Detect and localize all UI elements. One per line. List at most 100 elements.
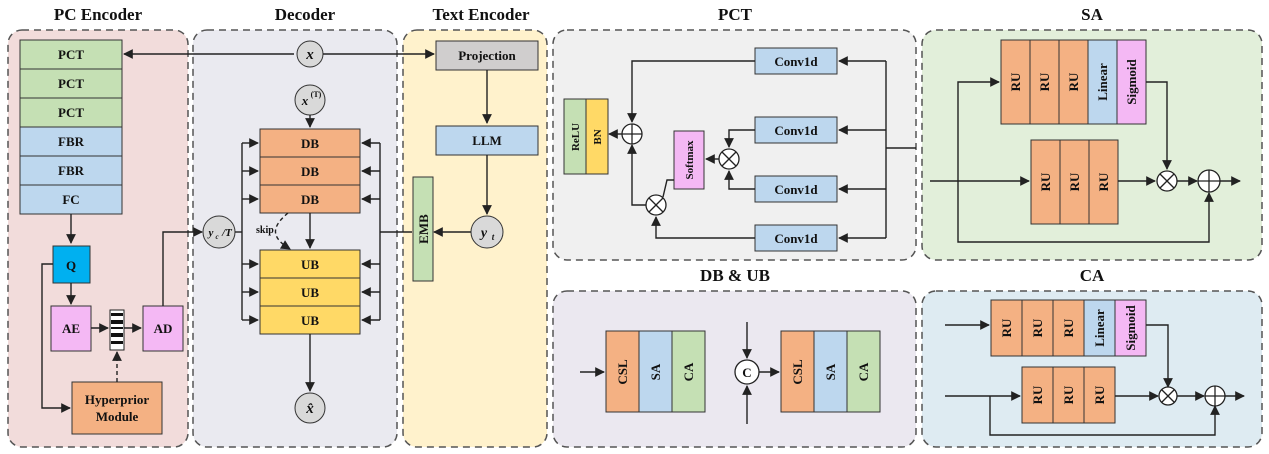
multiply-icon-upper (718, 148, 740, 170)
ca-bottom-ru-3 (1083, 366, 1116, 424)
dbub-right-sa-label: SA (823, 363, 838, 380)
dbub-left-sa-label: SA (648, 363, 663, 380)
add-icon-sa (1197, 169, 1221, 193)
xT-superscript: (T) (311, 90, 322, 99)
sa-top-ru-1 (1000, 39, 1031, 125)
add-icon-ca (1204, 385, 1226, 407)
db-block-1-label: DB (301, 136, 319, 151)
dbub-left-ca-label: CA (681, 362, 696, 381)
conv1d-box-3 (754, 175, 838, 203)
softmax-box (673, 130, 705, 190)
bitstream-icon (109, 309, 125, 351)
dbub-right-csl-label: CSL (790, 359, 805, 385)
softmax-label: Softmax (684, 140, 696, 180)
sa-bottom-ru-3-label: RU (1096, 172, 1111, 191)
ca-bottom-ru-3-label: RU (1092, 385, 1107, 404)
relu-label: ReLU (570, 123, 582, 151)
hyperprior-label-1: Hyperprior (85, 392, 149, 407)
sa-linear (1087, 39, 1118, 125)
sa-bottom-ru-2-label: RU (1067, 172, 1082, 191)
multiply-icon-lower (645, 194, 667, 216)
ub-block-1-label: UB (301, 257, 319, 272)
conv1d-box-1 (754, 47, 838, 75)
sa-sigmoid (1116, 39, 1147, 125)
text-encoder-title: Text Encoder (432, 5, 530, 24)
ca-sigmoid (1114, 299, 1147, 357)
ca-top-row: RU RU RU Linear Sigmoid (990, 299, 1147, 357)
bn-label: BN (592, 129, 604, 144)
sa-bottom-row: RU RU RU (1030, 139, 1119, 225)
ca-top-ru-1 (990, 299, 1023, 357)
ca-top-ru-1-label: RU (999, 318, 1014, 337)
sa-top-ru-1-label: RU (1008, 72, 1023, 91)
sa-top-ru-2-label: RU (1037, 72, 1052, 91)
dbub-right-ca-label: CA (856, 362, 871, 381)
pct-layer-2-label: PCT (58, 76, 84, 91)
conv1d-box-2 (754, 116, 838, 144)
sa-sigmoid-label: Sigmoid (1124, 58, 1139, 104)
dbub-left-ca (671, 330, 706, 413)
skip-label: skip (256, 225, 274, 236)
llm-label: LLM (472, 133, 502, 148)
sa-top-ru-2 (1029, 39, 1060, 125)
multiply-icon-ca (1158, 386, 1178, 406)
ca-bottom-row: RU RU RU (1021, 366, 1116, 424)
ca-top-ru-3 (1052, 299, 1085, 357)
db-block-3 (259, 184, 361, 214)
fbr-layer-2 (19, 155, 123, 186)
dbub-right-sa (813, 330, 848, 413)
dbub-title: DB & UB (700, 266, 770, 285)
xT-label: x (301, 93, 309, 108)
ub-block-3 (259, 305, 361, 335)
x-input-label: x (305, 47, 314, 63)
conv1d-label-2: Conv1d (774, 123, 818, 138)
db-block-3-label: DB (301, 192, 319, 207)
ub-block-2-label: UB (301, 285, 319, 300)
yc-rest: /T (221, 227, 233, 239)
conv1d-label-1: Conv1d (774, 54, 818, 69)
conv1d-label-4: Conv1d (774, 231, 818, 246)
pct-layer-1-label: PCT (58, 47, 84, 62)
sa-bottom-ru-1-label: RU (1038, 172, 1053, 191)
pct-title: PCT (718, 5, 753, 24)
ca-sigmoid-label: Sigmoid (1123, 304, 1138, 350)
db-block-1 (259, 128, 361, 158)
hyperprior-box (71, 381, 163, 435)
decoder-title: Decoder (275, 5, 336, 24)
emb-label: EMB (416, 214, 431, 244)
pc-encoder-title: PC Encoder (54, 5, 143, 24)
pct-layer-3 (19, 97, 123, 128)
ca-bottom-ru-1 (1021, 366, 1054, 424)
concat-label: C (742, 365, 751, 380)
conv1d-label-3: Conv1d (774, 182, 818, 197)
db-block-2-label: DB (301, 164, 319, 179)
projection-label: Projection (458, 48, 516, 63)
sa-top-ru-3-label: RU (1066, 72, 1081, 91)
ca-bottom-ru-1-label: RU (1030, 385, 1045, 404)
fbr-layer-1-label: FBR (58, 134, 85, 149)
sa-top-row: RU RU RU Linear Sigmoid (1000, 39, 1147, 125)
db-block-2 (259, 156, 361, 186)
pc-encoder-stack: PCT PCT PCT FBR FBR FC (19, 39, 123, 215)
ca-linear-label: Linear (1092, 309, 1107, 347)
hyperprior-label-2: Module (96, 409, 139, 424)
sa-bottom-ru-2 (1059, 139, 1090, 225)
quantizer-label: Q (66, 258, 76, 273)
dbub-left-csl (605, 330, 640, 413)
pct-layer-2 (19, 68, 123, 99)
db-stack: DB DB DB (259, 128, 361, 214)
ub-block-3-label: UB (301, 313, 319, 328)
bn-box (585, 98, 609, 175)
ae-box (50, 305, 92, 352)
fbr-layer-1 (19, 126, 123, 157)
multiply-icon-sa (1156, 170, 1178, 192)
yt-subscript: t (492, 232, 495, 242)
ca-title: CA (1080, 266, 1105, 285)
dbub-right-ca (846, 330, 881, 413)
ca-top-ru-2-label: RU (1030, 318, 1045, 337)
quantizer-box (52, 245, 91, 284)
ub-block-1 (259, 249, 361, 279)
pct-layer-3-label: PCT (58, 105, 84, 120)
sa-bottom-ru-3 (1088, 139, 1119, 225)
